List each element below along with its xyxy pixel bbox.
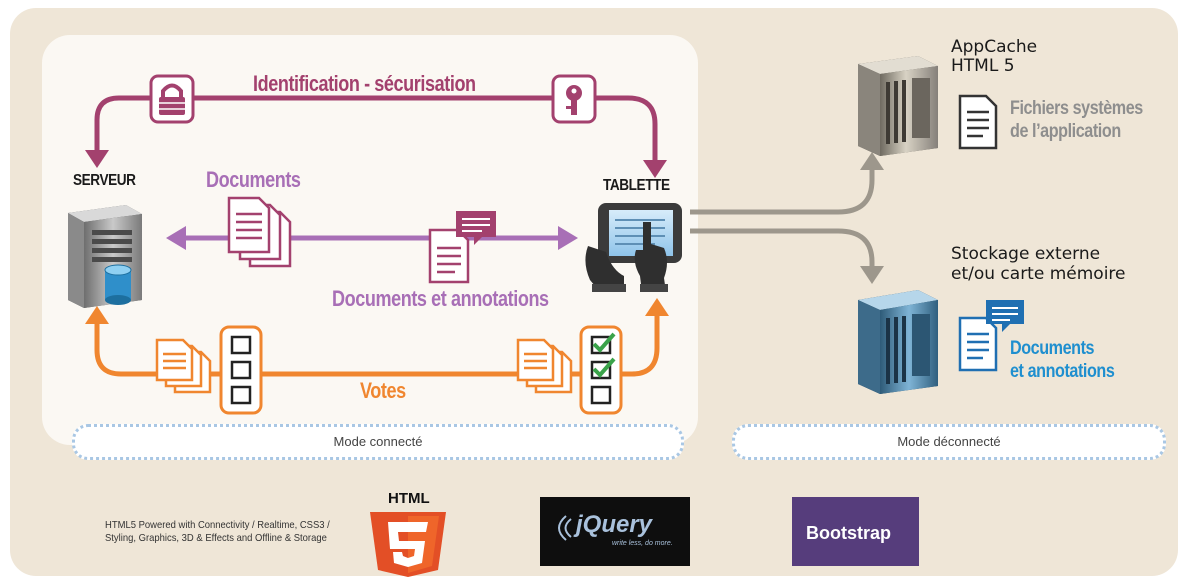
html5-caption-line2: Styling, Graphics, 3D & Effects and Offl…	[105, 532, 327, 544]
offline-documents-label-line1: Documents	[1010, 338, 1095, 359]
server-label: SERVEUR	[73, 172, 136, 189]
tablet-icon	[585, 203, 682, 292]
bootstrap-logo-box	[792, 497, 919, 566]
storage-arrowhead	[860, 266, 884, 284]
empty-ballot-icon	[219, 325, 263, 415]
offline-document-comment-icon	[958, 300, 1024, 372]
storage-label-line2: et/ou carte mémoire	[951, 264, 1126, 284]
html5-badge-text: HTML	[388, 490, 430, 507]
tablet-label: TABLETTE	[603, 177, 670, 194]
jquery-logo-text: jQuery	[576, 511, 653, 538]
votes-label: Votes	[360, 378, 406, 403]
votes-arrow	[94, 312, 660, 377]
identification-arrow	[94, 95, 658, 163]
html5-caption-line1: HTML5 Powered with Connectivity / Realti…	[105, 519, 330, 531]
disconnected-mode-badge: Mode déconnecté	[732, 424, 1166, 460]
jquery-tagline: write less, do more.	[612, 540, 673, 547]
connected-mode-badge: Mode connecté	[72, 424, 684, 460]
vote-document-stack-icon-right	[516, 338, 573, 394]
system-files-label-line2: de l’application	[1010, 121, 1121, 142]
offline-arrows	[690, 168, 875, 268]
documents-annotations-label: Documents et annotations	[332, 286, 549, 311]
appcache-label-line1: AppCache	[951, 37, 1038, 57]
key-icon	[551, 74, 597, 124]
documents-label: Documents	[206, 167, 301, 192]
appcache-arrowhead	[860, 152, 884, 170]
document-comment-icon	[428, 211, 496, 284]
bootstrap-logo-text: Bootstrap	[806, 523, 891, 543]
appcache-label-line2: HTML 5	[951, 56, 1015, 76]
storage-label-line1: Stockage externe	[951, 244, 1101, 264]
jquery-logo-box	[540, 497, 690, 566]
jquery-swirl-icon	[558, 515, 572, 541]
system-files-label-line1: Fichiers systèmes	[1010, 98, 1143, 119]
identification-arrowhead-right	[643, 160, 667, 178]
identification-label: Identification - sécurisation	[253, 71, 476, 96]
appcache-server-icon	[858, 56, 938, 156]
lock-icon	[149, 74, 195, 124]
offline-documents-label-line2: et annotations	[1010, 361, 1115, 382]
server-icon	[68, 205, 142, 308]
html5-logo	[370, 512, 446, 577]
checked-ballot-icon	[579, 325, 623, 415]
document-stack-icon	[227, 196, 292, 268]
system-file-icon	[958, 94, 998, 150]
vote-document-stack-icon-left	[155, 338, 212, 394]
votes-arrowhead-right	[645, 298, 669, 316]
votes-arrowhead-left	[85, 306, 109, 324]
storage-server-icon	[858, 290, 938, 394]
identification-arrowhead-left	[85, 150, 109, 168]
